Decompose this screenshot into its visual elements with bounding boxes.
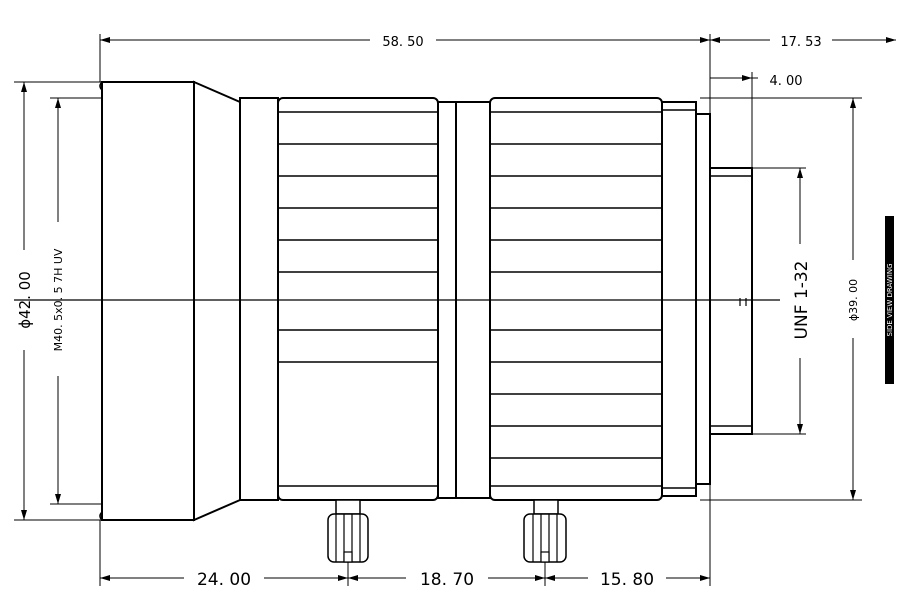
dim-front-to-screw1-label: 24. 00 xyxy=(197,570,251,590)
locking-screw-2 xyxy=(523,499,567,563)
dim-mount-diameter: ϕ39. 00 xyxy=(847,98,860,500)
side-label: SIDE VIEW DRAWING xyxy=(885,216,894,384)
dim-screw2-to-mount-label: 15. 80 xyxy=(600,570,654,590)
dim-screw1-to-screw2: 18. 70 xyxy=(348,570,545,590)
dim-filter-thread-label: M40. 5x0. 5 7H UV xyxy=(52,248,65,351)
lens-body xyxy=(99,80,753,522)
mount-flange xyxy=(695,113,711,485)
dim-flange-extension: 17. 53 xyxy=(710,35,896,50)
rear-barrel xyxy=(661,101,697,497)
dim-outer-diameter: ϕ42. 00 xyxy=(16,82,34,520)
dim-mount-diameter-label: ϕ39. 00 xyxy=(847,279,860,321)
front-filter-barrel xyxy=(101,81,195,521)
dim-mount-thread: UNF 1-32 xyxy=(792,168,812,434)
focus-ring-grip xyxy=(278,111,438,487)
locking-screw-1 xyxy=(327,499,369,563)
dim-flange-extension-label: 17. 53 xyxy=(780,35,821,50)
dim-total-length: 58. 50 xyxy=(100,35,710,50)
dim-screw2-to-mount: 15. 80 xyxy=(545,570,710,590)
extension-lines xyxy=(14,34,862,586)
dim-screw1-to-screw2-label: 18. 70 xyxy=(420,570,474,590)
dim-mount-thread-label: UNF 1-32 xyxy=(792,261,812,340)
dim-filter-thread: M40. 5x0. 5 7H UV xyxy=(52,98,65,504)
front-taper xyxy=(193,80,241,522)
dim-flange-thickness-label: 4. 00 xyxy=(769,74,802,89)
iris-ring xyxy=(489,97,663,501)
side-label-text: SIDE VIEW DRAWING xyxy=(886,264,894,337)
focus-ring xyxy=(277,97,439,501)
neck-section xyxy=(239,97,279,501)
iris-ring-grip xyxy=(490,111,662,487)
dim-outer-diameter-label: ϕ42. 00 xyxy=(16,271,34,329)
dim-flange-thickness: 4. 00 xyxy=(710,74,803,89)
dim-total-length-label: 58. 50 xyxy=(382,35,423,50)
dim-front-to-screw1: 24. 00 xyxy=(100,570,348,590)
mount-thread xyxy=(709,167,753,435)
